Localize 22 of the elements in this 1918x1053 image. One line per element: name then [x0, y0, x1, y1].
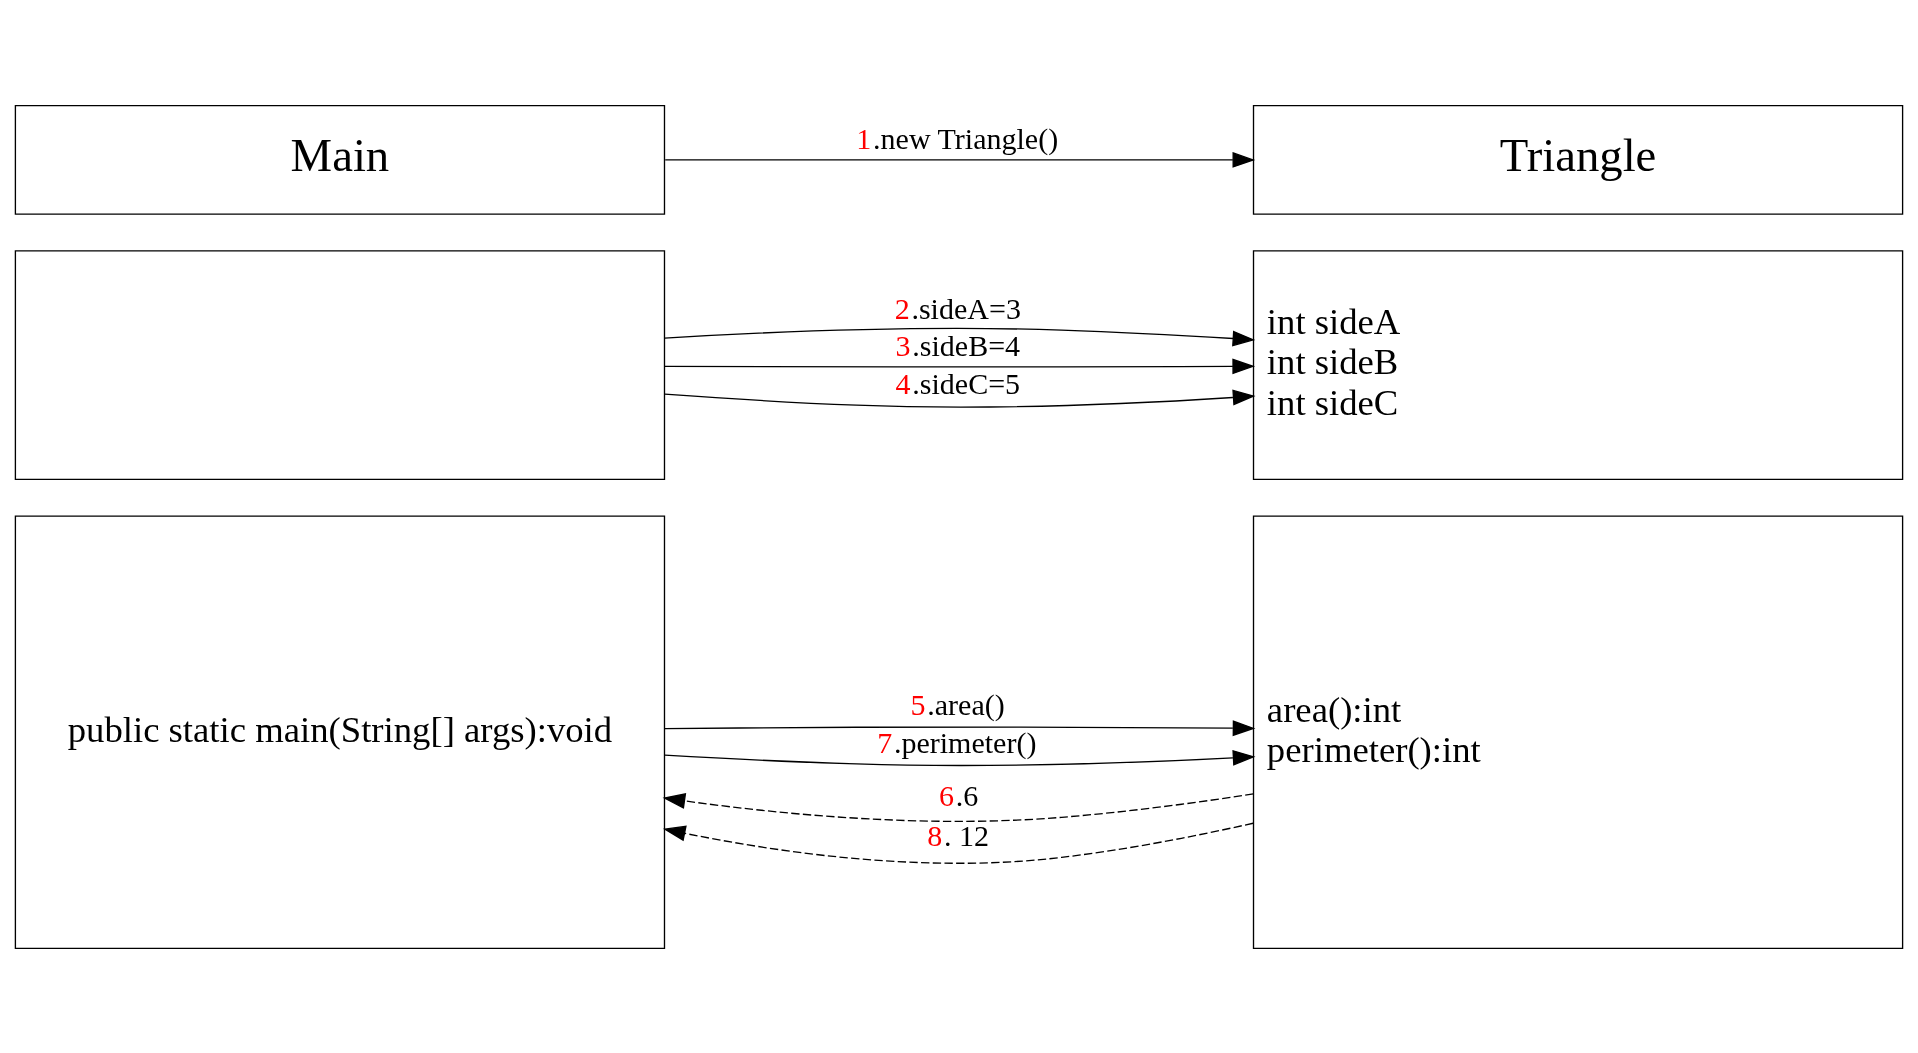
node-box: [14, 249, 666, 480]
arrow: [664, 719, 1256, 736]
arrow: [663, 357, 1256, 374]
arrow: [664, 749, 1256, 766]
edge-label: 1.new Triangle(): [856, 121, 1059, 155]
edge-label: 8. 12: [927, 818, 990, 852]
edge-label: 5.area(): [910, 687, 1005, 721]
arrow: [662, 822, 1254, 864]
node-box: area():int perimeter():int: [1252, 515, 1904, 949]
edge-label: 3.sideB=4: [895, 328, 1021, 362]
node-box: int sideA int sideB int sideC: [1252, 249, 1904, 480]
arrow: [664, 389, 1256, 408]
node-box: public static main(String[] args):void: [14, 515, 666, 949]
arrow: [664, 151, 1256, 168]
arrow: [662, 792, 1255, 822]
edge-label: 6.6: [938, 778, 979, 812]
edge-label: 2.sideA=3: [894, 291, 1021, 325]
edge-label: 7.perimeter(): [877, 725, 1037, 759]
edge-label: 4.sideC=5: [895, 366, 1021, 400]
node-box: Main: [14, 104, 666, 215]
arrow: [663, 327, 1256, 346]
node-box: Triangle: [1252, 104, 1904, 215]
